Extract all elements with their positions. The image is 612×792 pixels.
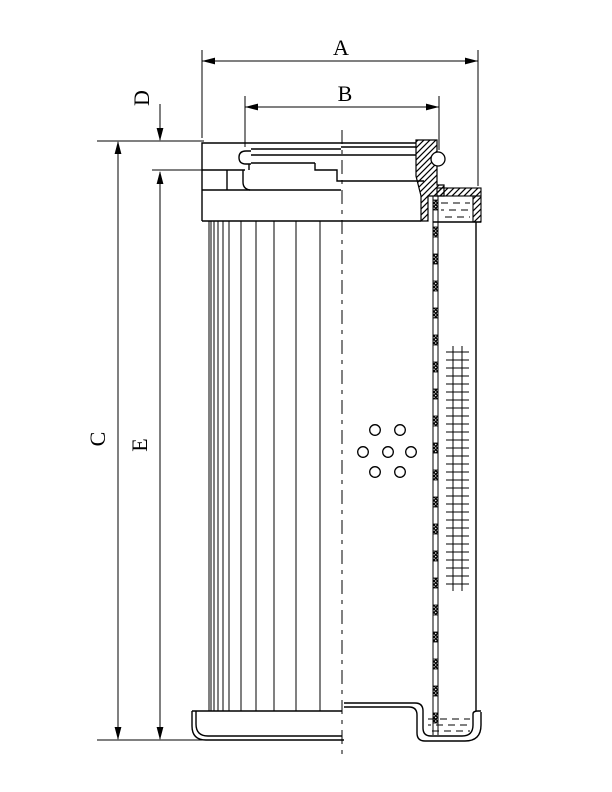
seal-gasket-top <box>441 202 470 218</box>
core-weld-block <box>432 388 439 400</box>
seal-gasket-bottom <box>428 718 470 732</box>
support-mesh <box>446 346 469 591</box>
core-weld-block <box>432 226 439 238</box>
core-weld-block <box>432 361 439 373</box>
dim-d-arrow <box>156 128 164 141</box>
core-tube-weld-blocks <box>432 199 439 724</box>
perforation-hole <box>369 424 381 436</box>
top-cap-outline <box>201 142 416 221</box>
perforation-hole <box>394 466 406 478</box>
perforation-holes <box>357 424 417 478</box>
dim-b-label: B <box>338 81 353 106</box>
core-weld-block <box>432 334 439 346</box>
bottom-end-cap <box>191 702 482 742</box>
core-weld-block <box>432 469 439 481</box>
dimension-b: B <box>244 81 440 150</box>
core-weld-block <box>432 280 439 292</box>
perforation-hole <box>357 446 369 458</box>
core-weld-block <box>432 415 439 427</box>
bottom-cap-outer <box>191 711 344 741</box>
o-ring <box>430 151 446 167</box>
core-weld-block <box>432 550 439 562</box>
dimension-a: A <box>201 35 479 186</box>
top-cap-fillet <box>242 170 251 191</box>
extension-lines <box>97 140 244 741</box>
dimension-c: C <box>85 141 122 740</box>
core-weld-block <box>432 658 439 670</box>
gasket-retainer-section <box>472 195 482 223</box>
core-weld-block <box>432 604 439 616</box>
dim-e-label: E <box>127 438 152 451</box>
core-weld-block <box>432 199 439 211</box>
core-weld-block <box>432 712 439 724</box>
mesh-rungs <box>446 351 469 585</box>
flange-strip-section <box>436 187 482 197</box>
perforation-hole <box>405 446 417 458</box>
dim-a-label: A <box>333 35 349 60</box>
lid-step <box>314 163 424 182</box>
bottom-plate-inner-contour <box>344 702 481 737</box>
dim-c-arrow-bottom <box>114 727 122 740</box>
dim-b-arrow-right <box>426 103 439 111</box>
perforation-hole <box>394 424 406 436</box>
dim-d-label: D <box>129 90 154 106</box>
dim-b-arrow-left <box>245 103 258 111</box>
dim-a-arrow-left <box>202 57 215 65</box>
dim-a-arrow-right <box>465 57 478 65</box>
core-weld-block <box>432 496 439 508</box>
bottom-cap-inner <box>195 711 342 737</box>
top-end-cap <box>201 139 482 223</box>
core-weld-block <box>432 442 439 454</box>
core-weld-block <box>432 253 439 265</box>
dim-e-arrow-bottom <box>156 727 164 740</box>
perforation-hole <box>369 466 381 478</box>
core-weld-block <box>432 631 439 643</box>
filter-pleats <box>208 221 321 711</box>
core-weld-block <box>432 307 439 319</box>
lid-ear <box>238 150 251 165</box>
core-tube <box>432 196 439 735</box>
core-weld-block <box>432 685 439 697</box>
bottom-plate-outer-contour <box>344 706 482 742</box>
dimension-d: D <box>129 90 164 141</box>
dim-c-label: C <box>85 432 110 447</box>
dim-c-arrow-top <box>114 141 122 154</box>
dimension-e: E <box>127 171 164 740</box>
perforation-hole <box>382 446 394 458</box>
core-weld-block <box>432 577 439 589</box>
dim-e-arrow-top <box>156 171 164 184</box>
core-weld-block <box>432 523 439 535</box>
